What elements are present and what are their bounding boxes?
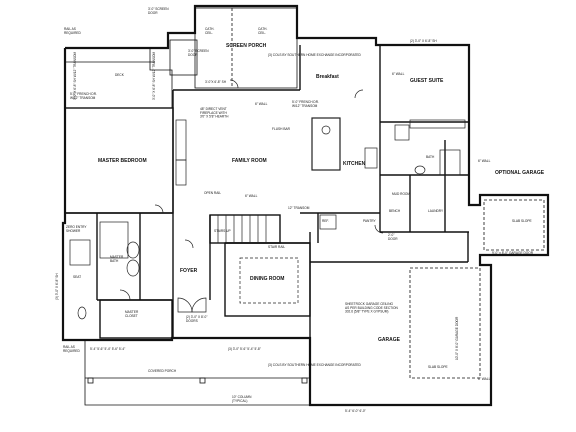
note-french-dr-deck: 5'-0" FRENCH DR.W/12" TRANSOM	[70, 92, 97, 100]
label-garage: GARAGE	[378, 337, 401, 343]
label-breakfast: Breakfast	[316, 74, 339, 80]
room-labels: SCREEN PORCH CATH.CEIL. CATH.CEIL. Break…	[73, 27, 545, 373]
label-master-bedroom: MASTER BEDROOM	[98, 158, 147, 164]
note-wall-e: 6" WALL	[478, 377, 491, 381]
dim-left-vert: (3) 3'-0" X 6'-8" SH	[55, 273, 59, 300]
dim-bottom-right: 5'-4" 6'-0" 6'-0"	[345, 409, 366, 413]
label-cath-ceil-right: CATH.CEIL.	[258, 27, 267, 35]
note-flush-bar: FLUSH BAR	[272, 127, 291, 131]
dim-top-right: (2) 3'-0" X 6'-8" SH	[410, 39, 437, 43]
label-deck: DECK	[115, 73, 125, 77]
label-laundry: LAUNDRY	[428, 209, 444, 213]
label-foyer: FOYER	[180, 268, 198, 274]
label-cath-ceil-left: CATH.CEIL.	[205, 27, 214, 35]
note-columns-top: (3) COLS BY SOUTHERN HOME EXCHANGE INCOR…	[268, 53, 362, 57]
note-pocket-door: 2'-0"DOOR	[388, 233, 398, 241]
note-slab-top: SLAB SLOPE	[512, 219, 532, 223]
note-columns-bottom: (3) COLS BY SOUTHERN HOME EXCHANGE INCOR…	[268, 363, 362, 367]
note-transom: 12" TRANSOM	[288, 206, 310, 210]
label-bench: BENCH	[389, 209, 401, 213]
note-wall-b: 6" WALL	[255, 102, 268, 106]
dim-top-mid: 3'-0"X 6'-8" SH	[205, 80, 227, 84]
note-open-rail: OPEN RAIL	[204, 191, 221, 195]
kitchen-fixtures	[311, 117, 378, 230]
label-bath: BATH	[426, 155, 435, 159]
note-garage-door: 9'-0" x 8'-0" GARAGE DOOR	[492, 251, 534, 255]
label-screen-porch: SCREEN PORCH	[226, 43, 267, 49]
dim-bottom-left: 5'-4" 5'-6" 5'-4" 5'-6" 5'-4"	[90, 347, 125, 351]
interior-walls	[64, 45, 469, 339]
door-swings	[119, 79, 384, 313]
note-column-typical: 10" COLUMN(TYPICAL)	[232, 395, 252, 403]
label-guest-suite: GUEST SUITE	[410, 78, 444, 84]
slab-slope-areas	[409, 199, 545, 379]
note-stairs-up: STAIRS UP	[214, 229, 231, 233]
label-optional-garage: OPTIONAL GARAGE	[495, 170, 545, 176]
stair-treads	[217, 215, 267, 243]
dim-deck-vert-b: 3'-0" X 6'-8" SH W/12" TRANSOM	[152, 52, 156, 100]
label-covered-porch: COVERED PORCH	[148, 369, 177, 373]
note-stair-rail: STAIR RAIL	[268, 245, 285, 249]
dim-deck-vert-a: 3'-0" X 6'-8" SH W/12" TRANSOM	[73, 52, 77, 100]
deck-outline	[64, 48, 173, 109]
dim-garage-vert: 10'-0" X 8'-0" GARAGE DOOR	[455, 316, 459, 360]
screen-porch-walls	[169, 7, 298, 89]
label-pantry: PANTRY	[363, 219, 377, 223]
note-french-dr: 5'-0" FRENCH DR.W/12" TRANSOM	[292, 100, 319, 108]
label-ref: REF.	[322, 219, 329, 223]
label-seat: SEAT	[73, 275, 81, 279]
exterior-walls	[61, 4, 550, 407]
label-family-room: FAMILY ROOM	[232, 158, 267, 164]
note-slab-bottom: SLAB SLOPE	[428, 365, 448, 369]
note-wall-d: 6" WALL	[478, 159, 491, 163]
label-kitchen: KITCHEN	[343, 161, 366, 167]
dim-bottom-mid: (3) 3'-0" 5'-6" 5'-4" 5'-8"	[228, 347, 261, 351]
note-wall-a: 6" WALL	[392, 72, 405, 76]
label-mud-room: MUD ROOM	[392, 192, 410, 196]
covered-porch-outline	[84, 340, 310, 406]
room-fixtures	[69, 119, 466, 320]
label-dining-room: DINING ROOM	[250, 276, 284, 282]
note-doors-bottom: (2) 3'-0" X 8'-0"DOORS	[186, 315, 207, 323]
note-wall-c: 6" WALL	[245, 194, 258, 198]
